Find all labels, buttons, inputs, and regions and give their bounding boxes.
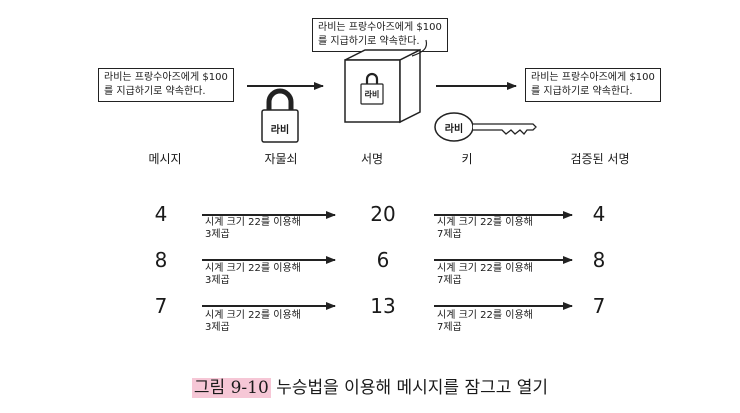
message-box-signature: 라비는 프랑수아즈에게 $100 를 지급하기로 약속한다. <box>312 18 448 52</box>
top-diagram-graphics <box>247 39 537 143</box>
key-icon <box>434 112 537 142</box>
row-arrows <box>202 211 573 310</box>
message-box-verified: 라비는 프랑수아즈에게 $100 를 지급하기로 약속한다. <box>525 68 661 102</box>
padlock-label: 라비 <box>270 125 290 136</box>
row2-output: 8 <box>592 248 606 272</box>
label-message: 메시지 <box>148 152 182 166</box>
figure-caption: 그림 9-10 누승법을 이용해 메시지를 잠그고 열기 <box>0 373 740 398</box>
row3-output: 7 <box>592 294 606 318</box>
row2-signature: 6 <box>376 248 390 272</box>
row1-output: 4 <box>592 202 606 226</box>
label-padlock: 자물쇠 <box>264 152 298 166</box>
label-key: 키 <box>461 152 473 166</box>
key-label: 라비 <box>444 124 464 135</box>
message-box-left: 라비는 프랑수아즈에게 $100 를 지급하기로 약속한다. <box>98 68 234 102</box>
label-signature: 서명 <box>360 152 384 166</box>
figure-title: 누승법을 이용해 메시지를 잠그고 열기 <box>276 378 549 398</box>
row2-input: 8 <box>154 248 168 272</box>
label-verified: 검증된 서명 <box>570 152 630 166</box>
locked-box-icon <box>344 39 428 124</box>
box-lock-label: 라비 <box>364 90 380 99</box>
row1-input: 4 <box>154 202 168 226</box>
row3-signature: 13 <box>370 294 396 318</box>
figure-number: 그림 9-10 <box>191 378 271 398</box>
row3-input: 7 <box>154 294 168 318</box>
padlock-icon <box>261 88 299 143</box>
row1-signature: 20 <box>370 202 396 226</box>
